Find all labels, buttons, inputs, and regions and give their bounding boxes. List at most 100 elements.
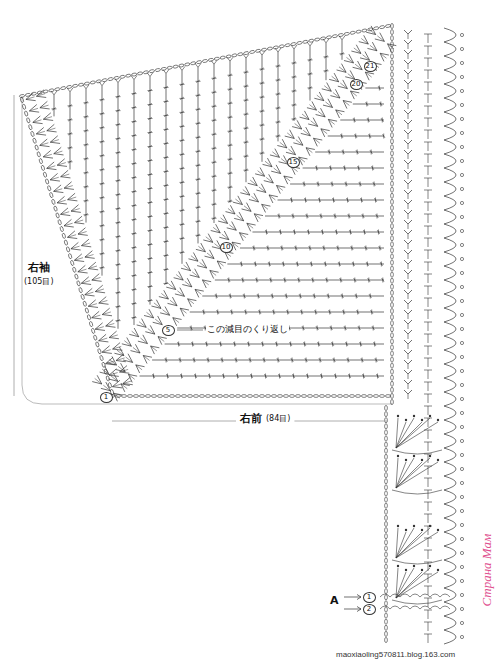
stitch-tick	[383, 134, 385, 138]
stitch-bar	[180, 224, 185, 225]
stitch-tick	[344, 326, 346, 330]
stitch-bar	[180, 154, 185, 155]
stitch-bar	[297, 262, 298, 267]
chain-stitch	[391, 339, 394, 344]
v-stitch	[367, 42, 377, 51]
double-crochet-strand	[265, 216, 384, 217]
v-stitch	[404, 360, 412, 364]
v-stitch-center	[306, 148, 312, 153]
v-stitch	[99, 297, 109, 305]
stitch-bar	[365, 246, 366, 251]
stitch-bar	[228, 117, 233, 118]
stitch-tick	[260, 96, 264, 98]
chain-stitch	[184, 63, 190, 67]
stitch-bar	[292, 358, 293, 363]
stitch-bar	[180, 238, 185, 239]
stitch-bar	[100, 197, 105, 198]
chain-stitch	[91, 328, 95, 334]
v-stitch	[227, 57, 233, 61]
v-stitch	[43, 113, 53, 121]
chain-stitch	[61, 86, 67, 90]
stitch-bar	[330, 166, 331, 171]
chain-stitch	[391, 224, 394, 229]
chain-stitch	[303, 40, 309, 44]
v-stitch-center	[235, 199, 242, 205]
scallop-edge	[444, 518, 456, 532]
v-stitch	[57, 196, 67, 204]
stitch-bar	[258, 294, 259, 299]
picot	[460, 89, 463, 92]
arrow-head	[357, 607, 361, 612]
stitch-bar	[353, 262, 354, 267]
chain-stitch	[391, 205, 394, 210]
v-stitch-center	[121, 384, 127, 389]
stitch-tick	[100, 210, 104, 212]
v-stitch	[100, 366, 110, 375]
stitch-tick	[333, 358, 335, 362]
scallop-edge	[444, 476, 456, 490]
v-stitch-center	[324, 86, 331, 92]
stitch-tick	[276, 121, 280, 123]
stitch-tick	[308, 87, 312, 89]
scallop-row	[420, 594, 430, 597]
stitch-bar	[116, 264, 121, 265]
v-stitch	[211, 60, 217, 64]
stitch-tick	[148, 299, 152, 301]
stitch-bar	[373, 326, 374, 331]
v-stitch-center	[81, 281, 90, 284]
chain-stitch	[385, 607, 388, 612]
chain-stitch	[367, 395, 372, 398]
stitch-tick	[164, 212, 168, 214]
chain-stitch	[385, 595, 388, 600]
v-stitch	[47, 124, 57, 132]
v-stitch	[160, 307, 170, 316]
stitch-line	[408, 214, 409, 219]
stitch-bar	[164, 171, 169, 172]
stitch-bar	[148, 146, 153, 147]
stitch-tick	[228, 144, 232, 146]
stitch-bar	[244, 114, 249, 115]
stitch-bar	[237, 374, 238, 379]
v-stitch-center	[284, 176, 290, 181]
stitch-bar	[180, 358, 181, 363]
v-stitch-center	[336, 110, 342, 115]
v-stitch-center	[126, 357, 133, 363]
v-stitch-center	[124, 341, 131, 347]
picot	[460, 425, 463, 428]
stitch-bar	[192, 342, 193, 347]
v-stitch-center	[333, 92, 340, 98]
chain-stitch	[53, 206, 57, 212]
chain-stitch	[265, 395, 270, 398]
stitch-tick	[303, 342, 305, 346]
v-stitch	[92, 375, 102, 384]
chain-stitch	[193, 395, 198, 398]
picot	[460, 187, 463, 190]
chain-stitch	[391, 72, 394, 77]
v-stitch-center	[36, 131, 45, 134]
v-stitch	[301, 127, 311, 136]
stitch-bar	[212, 218, 217, 219]
stitch-tick	[217, 310, 219, 314]
v-stitch	[404, 220, 412, 224]
chain-stitch	[391, 363, 394, 368]
stitch-bar	[116, 236, 121, 237]
stitch-bar	[381, 262, 382, 267]
v-stitch	[271, 165, 281, 174]
stitch-line	[408, 44, 409, 49]
stitch-tick	[212, 133, 216, 135]
stitch-bar	[212, 190, 217, 191]
chain-stitch	[349, 395, 354, 398]
v-stitch	[188, 299, 197, 307]
stitch-tick	[319, 358, 321, 362]
stitch-tick	[376, 374, 378, 378]
stitch-line	[428, 238, 429, 247]
chain-stitch	[55, 87, 61, 91]
v-stitch-center	[151, 346, 157, 351]
stitch-bar	[292, 118, 297, 119]
stitch-bar	[349, 214, 350, 219]
stitch-tick	[343, 310, 345, 314]
scallop-edge	[444, 504, 456, 518]
stitch-bar	[164, 241, 169, 242]
v-stitch-center	[88, 266, 97, 269]
chain-stitch	[385, 485, 388, 490]
